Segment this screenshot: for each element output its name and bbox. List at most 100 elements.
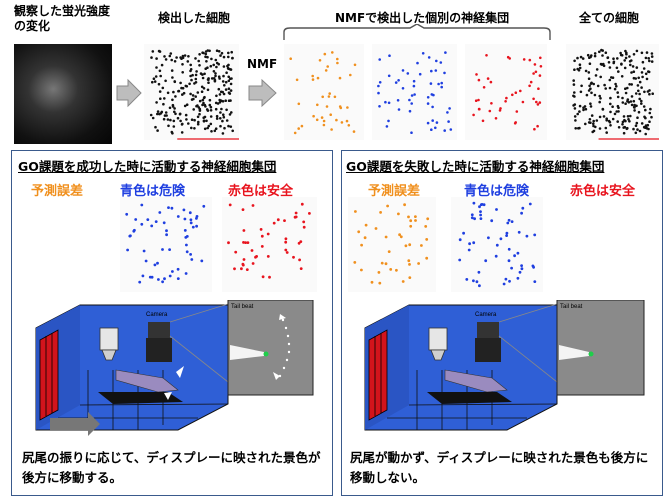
cell-dot [221, 132, 225, 135]
cell-dot [504, 277, 508, 281]
cell-dot [129, 234, 132, 238]
cell-dot [585, 93, 589, 97]
cell-dot [188, 82, 191, 86]
cell-dot [458, 258, 462, 262]
cell-dot [429, 82, 433, 85]
cell-dot [364, 223, 368, 227]
cell-dot [589, 102, 592, 105]
cell-dot [588, 62, 592, 65]
cell-dot [183, 54, 187, 57]
cell-dot [357, 230, 361, 234]
right-setup-illustration: Camera Tail beat [364, 300, 645, 431]
cell-dot [159, 97, 162, 100]
cell-dot [325, 105, 329, 108]
cell-dot [222, 92, 226, 96]
cell-dot [600, 48, 603, 52]
cell-dot [207, 81, 210, 84]
cell-dot [177, 89, 180, 93]
cell-dot [261, 275, 265, 279]
cell-dot [582, 106, 585, 109]
cell-dot [234, 250, 238, 254]
cell-dot [626, 86, 629, 90]
right-tail-label: Tail beat [560, 304, 583, 310]
cell-dot [440, 85, 443, 89]
cell-dot [609, 124, 612, 127]
cell-dot [213, 129, 217, 133]
cell-dot [447, 120, 450, 123]
cell-dot [598, 50, 601, 54]
cell-dot [205, 119, 208, 123]
cell-dot [200, 259, 204, 263]
cell-dot [621, 123, 624, 126]
cell-dot [227, 51, 230, 55]
cell-dot [482, 86, 486, 89]
cell-dot [645, 51, 649, 54]
cell-dot [377, 84, 380, 88]
cell-dot [203, 127, 207, 131]
cell-dot [159, 74, 162, 78]
cell-dot [587, 77, 591, 80]
cell-dot [165, 233, 168, 237]
cell-dot [626, 115, 630, 118]
cell-dot [613, 112, 617, 116]
cell-dot [198, 112, 201, 116]
cell-dot [156, 129, 159, 132]
cell-dot [157, 49, 161, 53]
cell-dot [474, 99, 478, 102]
cell-dot [574, 119, 577, 122]
cell-dot [210, 130, 213, 133]
cell-dot [650, 55, 654, 58]
cell-dot [328, 92, 331, 95]
cell-dot [528, 84, 531, 88]
cell-dot [431, 105, 434, 109]
cell-dot [520, 264, 523, 267]
cell-dot [329, 113, 332, 116]
cell-dot [284, 248, 288, 252]
cell-dot [416, 61, 419, 65]
cell-dot [189, 253, 192, 256]
cell-dot [222, 113, 225, 116]
cell-dot [514, 91, 518, 94]
cell-dot [227, 99, 231, 102]
cell-dot [412, 84, 416, 88]
cell-dot [599, 97, 602, 100]
cell-dot [215, 114, 219, 118]
cell-dot [374, 227, 378, 230]
cell-dot [297, 102, 301, 106]
cell-dot [407, 215, 410, 219]
cell-dot [489, 80, 493, 84]
cell-dot [634, 124, 638, 127]
cell-dot [601, 107, 605, 111]
cell-dot [605, 131, 608, 134]
cell-dot [331, 51, 334, 54]
cell-dot [302, 225, 306, 229]
cell-dot [146, 218, 150, 221]
cell-dot [579, 55, 583, 59]
cell-dot [640, 102, 643, 105]
cell-dot [227, 79, 231, 83]
cell-dot [587, 71, 591, 74]
cell-dot [578, 104, 582, 108]
cell-dot [326, 65, 329, 68]
header-all-cells: 全ての細胞 [579, 11, 640, 25]
arrow-2 [248, 78, 277, 108]
cell-dot [636, 84, 640, 87]
cell-dot [154, 75, 158, 78]
cell-dot [638, 80, 642, 84]
header-fluorescence: 観察した蛍光強度 の変化 [14, 4, 111, 33]
right-label-blue: 青色は危険 [464, 184, 530, 199]
cell-dot [185, 103, 189, 106]
cell-dot [207, 124, 211, 128]
cell-dot [220, 107, 223, 111]
cell-dot [179, 56, 182, 59]
cell-dot [426, 121, 430, 125]
cell-dot [184, 113, 188, 117]
cell-dot [195, 70, 198, 73]
cell-dot [515, 110, 519, 113]
cell-dot [477, 98, 480, 102]
cell-dot [226, 64, 229, 68]
cell-dot [151, 116, 155, 120]
cell-dot [481, 119, 485, 123]
cell-dot [378, 281, 382, 285]
cell-dot [634, 92, 638, 95]
